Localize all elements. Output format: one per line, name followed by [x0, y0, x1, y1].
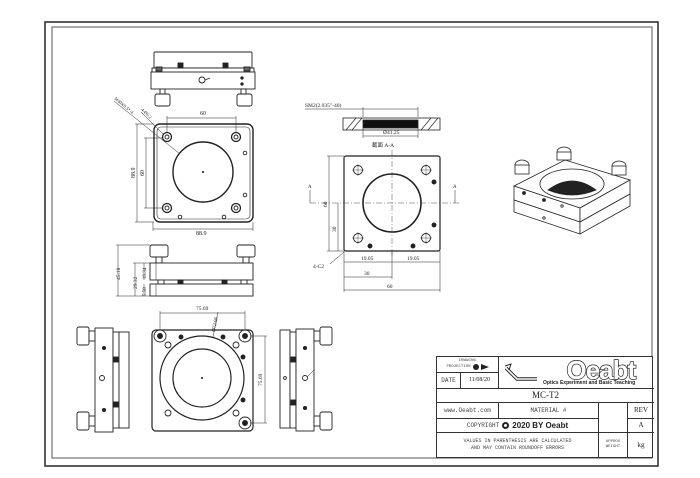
note-line-2: AND MAY CONTAIN ROUNDOFF ERRORS [470, 445, 564, 451]
part-number-cell: MC-T2 [437, 389, 654, 403]
left-end-view [76, 326, 130, 433]
section-dim-bottom-left: 19.05 [361, 256, 374, 262]
copyright-text: 2020 BY Oeabt [512, 421, 569, 430]
date-value-cell: 11/08/20 [461, 373, 499, 389]
date-label-cell: DATE [437, 373, 461, 389]
title-block: DRAWING PROJECTION DATE 11/08/20 Oeabt O… [436, 356, 654, 458]
plan-dim-top: 60 [200, 111, 206, 117]
website-cell: www.Oeabt.com [437, 403, 499, 419]
plan-callout-thread: M40X0.5*-4 [113, 96, 135, 115]
top-side-view [150, 51, 256, 107]
section-mark-left: A [308, 185, 312, 190]
projection-cone-icon [480, 364, 489, 370]
side-dim-lower: 5.58 [143, 287, 148, 296]
rev-label-cell: REV [628, 403, 654, 419]
plan-dim-bottom: 88.9 [196, 231, 207, 237]
section-title: 截面 A-A [372, 141, 394, 149]
plan-dim-left-outer: 88.9 [131, 168, 137, 179]
section-plan-view [309, 150, 460, 292]
front-view [151, 311, 267, 432]
website: www.Oeabt.com [444, 407, 491, 414]
top-plan-view [113, 100, 254, 231]
part-number: MC-T2 [532, 390, 559, 400]
right-end-view [279, 326, 333, 432]
side-dim-total: 45.18 [116, 267, 122, 280]
side-dim-upper: 19.34 [143, 267, 148, 279]
section-mark-right: A [453, 185, 457, 190]
date-value: 11/08/20 [468, 377, 491, 383]
weight-unit: kg [637, 440, 645, 449]
approx-weight-cell: APPROX WEIGHT [599, 433, 628, 457]
front-dim-diameter: Ø72.66 [212, 316, 220, 332]
material-cell: MATERIAL # [499, 403, 599, 419]
blank-cell [599, 403, 628, 433]
weight-unit-cell: kg [628, 433, 654, 457]
projection-symbol-icon [472, 364, 479, 370]
isometric-view [512, 146, 632, 235]
logo-cell: Oeabt Optics Experiment and Basic Teachi… [499, 357, 654, 389]
section-dim-vertical-half: 30 [332, 226, 338, 232]
inner-border [51, 26, 653, 459]
copyright-icon [502, 422, 510, 429]
section-dim-vertical: 60 [323, 201, 329, 207]
section-diameter-label: Ø41.25 [383, 130, 400, 136]
projection-cell: DRAWING PROJECTION [437, 357, 499, 373]
side-dim-body: 29.32 [133, 276, 139, 289]
approx-weight-label-1: APPROX [605, 440, 621, 444]
section-thread-label: SM2(2.035"-40) [305, 102, 341, 109]
section-chamfer-label: 4-C2 [313, 264, 324, 270]
front-dim-right: 75.69 [258, 373, 264, 386]
projection-label-2: PROJECTION [446, 364, 471, 369]
logo-tagline: Optics Experiment and Basic Teaching [543, 380, 636, 386]
logo-mark-icon [504, 362, 537, 381]
section-dim-bottom-right: 19.05 [407, 256, 420, 262]
section-view [305, 107, 441, 138]
rev-label: REV [634, 406, 648, 414]
rev-value: A [638, 421, 644, 429]
section-dim-half: 30 [364, 271, 370, 277]
projection-row: PROJECTION [446, 364, 489, 371]
logo-wordmark: Oeabt Optics Experiment and Basic Teachi… [543, 357, 637, 387]
copyright-label: COPYRIGHT [466, 422, 500, 429]
note-line-1: VALUES IN PARENTHESIS ARE CALCULATED [463, 438, 572, 444]
rev-value-cell: A [628, 419, 654, 433]
copyright-cell: COPYRIGHT 2020 BY Oeabt [437, 419, 599, 433]
logo-name: Oeabt [566, 357, 637, 385]
date-label: DATE [441, 377, 456, 384]
projection-label-1: DRAWING [459, 358, 476, 363]
section-dim-full: 60 [387, 284, 393, 290]
note-cell: VALUES IN PARENTHESIS ARE CALCULATED AND… [437, 433, 599, 457]
plan-dim-left-inner: 60 [140, 170, 146, 176]
front-dim-top: 75.69 [196, 306, 209, 312]
material-label: MATERIAL # [530, 407, 567, 414]
outer-border [44, 21, 659, 467]
side-view [116, 244, 256, 297]
approx-weight-label-2: WEIGHT [605, 445, 621, 449]
